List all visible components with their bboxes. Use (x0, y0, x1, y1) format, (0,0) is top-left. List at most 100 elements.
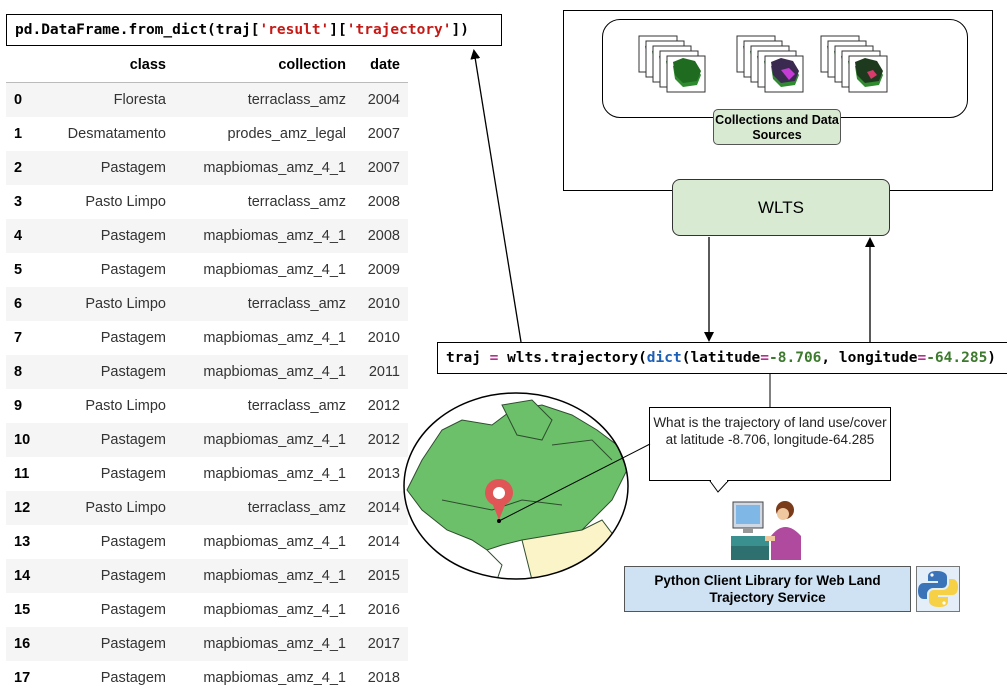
code-text: traj (446, 350, 490, 366)
row-index: 7 (6, 321, 44, 355)
cell-date: 2009 (354, 253, 408, 287)
cell-class: Pastagem (44, 457, 174, 491)
cell-class: Pastagem (44, 559, 174, 593)
row-index: 14 (6, 559, 44, 593)
cell-class: Pastagem (44, 627, 174, 661)
header-index (6, 48, 44, 83)
row-index: 3 (6, 185, 44, 219)
map-stacks (603, 20, 969, 119)
cell-collection: terraclass_amz (174, 389, 354, 423)
cell-collection: terraclass_amz (174, 83, 354, 118)
arrow-to-dataframe (474, 51, 521, 342)
row-index: 5 (6, 253, 44, 287)
cell-date: 2012 (354, 423, 408, 457)
cell-class: Pastagem (44, 525, 174, 559)
cell-collection: mapbiomas_amz_4_1 (174, 219, 354, 253)
row-index: 1 (6, 117, 44, 151)
cell-collection: mapbiomas_amz_4_1 (174, 661, 354, 695)
user-at-computer-icon (727, 496, 809, 562)
cell-date: 2007 (354, 117, 408, 151)
cell-date: 2008 (354, 219, 408, 253)
row-index: 12 (6, 491, 44, 525)
row-index: 13 (6, 525, 44, 559)
python-logo-icon (916, 566, 960, 612)
code-string-trajectory: 'trajectory' (347, 22, 452, 38)
code-number-latitude: -8.706 (769, 350, 821, 366)
bubble-tail (710, 481, 728, 492)
question-bubble: What is the trajectory of land use/cover… (649, 407, 891, 481)
cell-collection: mapbiomas_amz_4_1 (174, 457, 354, 491)
cell-collection: terraclass_amz (174, 287, 354, 321)
row-index: 4 (6, 219, 44, 253)
cell-class: Floresta (44, 83, 174, 118)
cell-date: 2013 (354, 457, 408, 491)
cell-collection: prodes_amz_legal (174, 117, 354, 151)
cell-class: Pasto Limpo (44, 185, 174, 219)
header-class: class (44, 48, 174, 83)
cell-collection: mapbiomas_amz_4_1 (174, 151, 354, 185)
row-index: 6 (6, 287, 44, 321)
code-string-result: 'result' (259, 22, 329, 38)
map-stack-icon (821, 36, 887, 92)
cell-collection: mapbiomas_amz_4_1 (174, 559, 354, 593)
cell-date: 2011 (354, 355, 408, 389)
cell-class: Pasto Limpo (44, 491, 174, 525)
table-header-row: class collection date (6, 48, 408, 83)
cell-date: 2018 (354, 661, 408, 695)
cell-date: 2010 (354, 321, 408, 355)
row-index: 9 (6, 389, 44, 423)
cell-collection: terraclass_amz (174, 185, 354, 219)
cell-collection: mapbiomas_amz_4_1 (174, 321, 354, 355)
cell-collection: mapbiomas_amz_4_1 (174, 253, 354, 287)
row-index: 10 (6, 423, 44, 457)
cell-date: 2014 (354, 491, 408, 525)
cell-class: Pastagem (44, 593, 174, 627)
cell-class: Pastagem (44, 151, 174, 185)
cell-class: Pastagem (44, 321, 174, 355)
row-index: 15 (6, 593, 44, 627)
trajectory-request-code: traj = wlts.trajectory(dict(latitude=-8.… (437, 342, 1007, 374)
cell-collection: mapbiomas_amz_4_1 (174, 355, 354, 389)
code-builtin: dict (647, 350, 682, 366)
cell-date: 2004 (354, 83, 408, 118)
code-text: (latitude (682, 350, 761, 366)
cell-class: Pasto Limpo (44, 287, 174, 321)
row-index: 17 (6, 661, 44, 695)
cell-collection: mapbiomas_amz_4_1 (174, 525, 354, 559)
cell-class: Pastagem (44, 219, 174, 253)
cell-class: Pastagem (44, 355, 174, 389)
cell-date: 2008 (354, 185, 408, 219)
code-text: pd.DataFrame.from_dict(traj[ (15, 22, 259, 38)
header-date: date (354, 48, 408, 83)
data-sources-panel (602, 19, 968, 118)
wlts-service-box: WLTS (672, 179, 890, 236)
dataframe-code: pd.DataFrame.from_dict(traj['result']['t… (6, 14, 502, 46)
row-index: 16 (6, 627, 44, 661)
code-operator: = (917, 350, 926, 366)
code-operator: = (760, 350, 769, 366)
code-text: wlts.trajectory( (498, 350, 646, 366)
cell-class: Pastagem (44, 253, 174, 287)
code-text: , longitude (821, 350, 917, 366)
cell-date: 2015 (354, 559, 408, 593)
collections-label: Collections and Data Sources (713, 109, 841, 145)
cell-class: Pasto Limpo (44, 389, 174, 423)
